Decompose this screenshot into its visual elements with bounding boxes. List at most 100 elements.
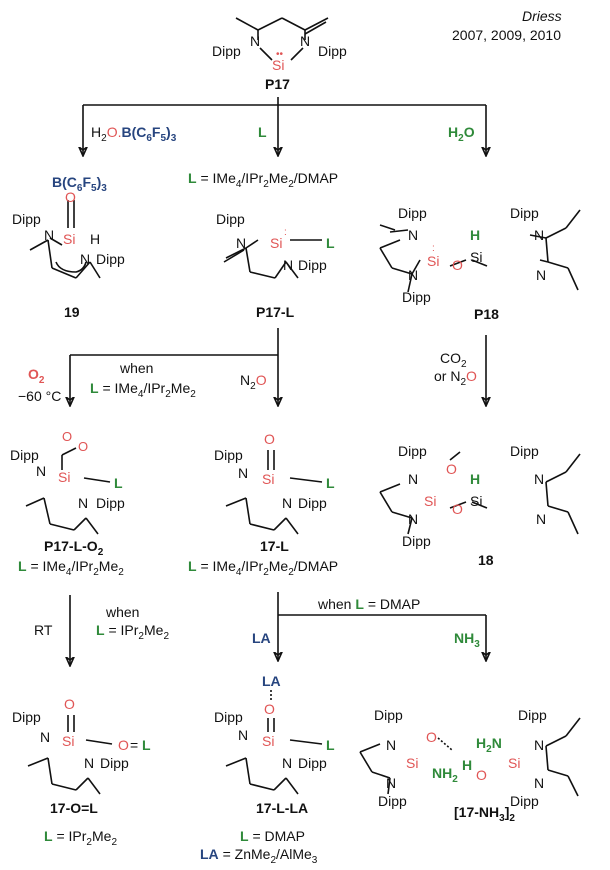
reagent-nh3: NH3 bbox=[454, 630, 480, 650]
atom-la: LA bbox=[262, 673, 281, 689]
lone-pair-icon: : bbox=[432, 243, 435, 254]
l-definition-7: L = DMAP bbox=[240, 828, 305, 844]
atom-si: Si bbox=[427, 253, 440, 269]
reagent-o2: O2 bbox=[28, 366, 45, 386]
atom-o: O bbox=[476, 767, 487, 783]
atom-n: N bbox=[534, 471, 545, 487]
dipp-label: Dipp bbox=[398, 443, 427, 459]
atom-l: L bbox=[326, 737, 335, 753]
compound-label-p18: P18 bbox=[474, 306, 499, 322]
atom-l: L bbox=[142, 737, 151, 753]
la-definition: LA = ZnMe2/AlMe3 bbox=[200, 846, 318, 866]
l-definition-1: L = IMe4/IPr2Me2/DMAP bbox=[188, 170, 339, 190]
c17l-ring bbox=[225, 450, 323, 535]
l-definition-2: L = IMe4/IPr2Me2 bbox=[90, 380, 196, 400]
c17nh3-ring bbox=[359, 717, 581, 797]
reagent-when: when bbox=[120, 360, 154, 376]
atom-si: Si bbox=[62, 733, 75, 749]
atom-n: N bbox=[282, 495, 293, 511]
atom-o: O bbox=[426, 729, 437, 745]
atom-n: N bbox=[408, 471, 419, 487]
dipp-label: Dipp bbox=[298, 755, 327, 771]
p17lo2-ring bbox=[25, 447, 111, 535]
dipp-label: Dipp bbox=[12, 211, 41, 227]
atom-si: Si bbox=[63, 231, 76, 247]
p17l-ring bbox=[223, 239, 322, 279]
atom-n: N bbox=[408, 511, 419, 527]
atom-si: Si bbox=[262, 733, 275, 749]
atom-si: Si bbox=[424, 493, 437, 509]
atom-o: O bbox=[65, 189, 76, 205]
reagent-h2o-bcf: H2O.B(C6F5)3 bbox=[91, 124, 177, 144]
atom-si: Si bbox=[58, 469, 71, 485]
reagent-l: L bbox=[258, 124, 267, 140]
peroxo-o: O bbox=[62, 429, 73, 444]
dipp-label: Dipp bbox=[318, 43, 347, 59]
atom-si: Si bbox=[262, 471, 275, 487]
compound-label-17l: 17-L bbox=[260, 538, 289, 554]
dipp-label: Dipp bbox=[398, 205, 427, 221]
atom-n: N bbox=[534, 227, 545, 243]
dipp-label: Dipp bbox=[298, 495, 327, 511]
atom-n: N bbox=[408, 227, 419, 243]
compound-label-17lla: 17-L-LA bbox=[256, 800, 309, 816]
atom-n: N bbox=[238, 727, 249, 743]
atom-si: Si bbox=[508, 755, 521, 771]
atom-o: O bbox=[264, 431, 275, 447]
dipp-label: Dipp bbox=[402, 533, 431, 549]
dipp-label: Dipp bbox=[510, 443, 539, 459]
dipp-label: Dipp bbox=[12, 709, 41, 725]
reagent-n2o: N2O bbox=[240, 372, 267, 392]
compound-label-19: 19 bbox=[64, 304, 80, 320]
atom-si: Si bbox=[470, 493, 483, 509]
atom-h: H bbox=[470, 227, 481, 243]
atom-n: N bbox=[40, 729, 51, 745]
atom-n: N bbox=[80, 251, 91, 267]
atom-l: L bbox=[326, 475, 335, 491]
atom-n: N bbox=[536, 267, 547, 283]
c17ol-ring bbox=[27, 715, 113, 795]
reagent-temperature: −60 °C bbox=[18, 388, 62, 404]
l-definition-6: L = IPr2Me2 bbox=[44, 828, 117, 848]
atom-n: N bbox=[250, 33, 261, 49]
reagent-rt: RT bbox=[34, 622, 53, 638]
atom-n: N bbox=[534, 775, 545, 791]
dipp-label: Dipp bbox=[510, 793, 539, 809]
dipp-label: Dipp bbox=[212, 43, 241, 59]
atom-n: N bbox=[408, 267, 419, 283]
atom-o: O bbox=[452, 257, 463, 273]
atom-si: Si bbox=[406, 755, 419, 771]
atom-n: N bbox=[283, 257, 294, 273]
dipp-label: Dipp bbox=[510, 205, 539, 221]
atom-o: O bbox=[446, 461, 457, 477]
compound-label-17ol: 17-O=L bbox=[50, 800, 98, 816]
peroxo-o: O bbox=[78, 439, 89, 454]
dipp-label: Dipp bbox=[518, 707, 547, 723]
dipp-label: Dipp bbox=[214, 447, 243, 463]
dipp-label: Dipp bbox=[298, 257, 327, 273]
atom-n: N bbox=[386, 737, 397, 753]
atom-n: N bbox=[282, 755, 293, 771]
c18-ring bbox=[379, 451, 581, 535]
dipp-label: Dipp bbox=[96, 495, 125, 511]
lone-pair-icon: : bbox=[284, 227, 287, 238]
author-name: Driess bbox=[522, 8, 562, 24]
atom-n: N bbox=[84, 755, 95, 771]
dipp-label: Dipp bbox=[100, 755, 129, 771]
dipp-label: Dipp bbox=[96, 251, 125, 267]
atom-nh2: NH2 bbox=[432, 765, 458, 785]
l-definition-3: L = IMe4/IPr2Me2 bbox=[18, 558, 124, 578]
reagent-la: LA bbox=[252, 630, 271, 646]
p18-ring bbox=[379, 209, 581, 293]
l-definition-5: L = IPr2Me2 bbox=[96, 622, 169, 642]
atom-n: N bbox=[536, 511, 547, 527]
reagent-or-n2o: or N2O bbox=[434, 368, 477, 388]
atom-n: N bbox=[44, 227, 55, 243]
atom-si: Si bbox=[470, 249, 483, 265]
compound-label-p17l: P17-L bbox=[256, 304, 295, 320]
atom-n: N bbox=[300, 33, 311, 49]
lone-pair-icon: •• bbox=[276, 49, 284, 60]
reagent-when-dmap: when L = DMAP bbox=[318, 596, 421, 612]
dipp-label: Dipp bbox=[10, 447, 39, 463]
atom-o: O bbox=[64, 696, 75, 712]
